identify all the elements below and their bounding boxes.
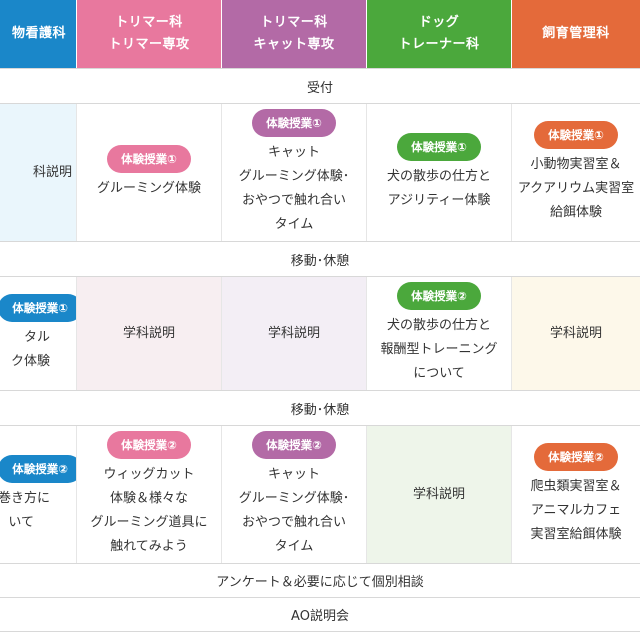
column-divider [366,277,367,390]
cell-text: タイム [274,538,314,554]
cell-text: タイム [274,216,314,232]
header-dog-trainer: ドッグ トレーナー科 [367,0,511,68]
cell-text: 学科説明 [549,325,602,341]
column-divider [366,104,367,241]
cell-text: おやつで触れ合い [241,514,346,530]
column-divider [221,426,222,563]
header-trimmer-trimming-line1: トリマー科 [115,15,183,30]
cell-text: 学科説明 [412,486,465,502]
header-dog-trainer-line1: ドッグ [418,15,460,30]
cell-text: 爬虫類実習室＆ [530,478,622,494]
slot3-dog-trainer-cell: 学科説明 [367,426,511,563]
slot1-animal-nursing-cell: 科説明 [0,104,76,241]
header-trimmer-cat-line1: トリマー科 [260,15,328,30]
break-row: 移動･休憩 [0,391,640,425]
header-trimmer-cat-line2: キャット専攻 [253,37,335,52]
cell-text: 犬の散歩の仕方と [386,317,491,333]
trial-badge: 体験授業① [107,144,191,173]
cell-text: 科説明 [32,164,72,180]
trial-badge: 体験授業① [252,108,336,137]
trial-badge: 体験授業② [107,430,191,459]
slot2-breeding-cell: 学科説明 [512,277,640,390]
trial-badge: 体験授業① [397,132,481,161]
cell-text: 犬の散歩の仕方と [386,168,491,184]
slot3-breeding-cell: 体験授業② 爬虫類実習室＆ アニマルカフェ 実習室給餌体験 [512,426,640,563]
divider [0,68,640,69]
divider [0,103,640,104]
cell-text: 巻き方に [0,490,50,506]
reception-row: 受付 [0,69,640,103]
divider [0,390,640,391]
ao-row: AO説明会 [0,598,640,631]
cell-text: 給餌体験 [549,204,602,220]
column-divider [76,104,77,241]
divider [0,241,640,242]
cell-text: キャット [267,466,320,482]
column-divider [511,277,512,390]
cell-text: おやつで触れ合い [241,192,346,208]
header-animal-nursing-label: 物看護科 [11,26,66,41]
divider [0,425,640,426]
slot2-trimmer-cat-cell: 学科説明 [222,277,366,390]
trial-badge: 体験授業② [0,454,76,483]
cell-text: 報酬型トレーニング [380,341,498,357]
column-divider [221,104,222,241]
divider [0,597,640,598]
divider [0,276,640,277]
cell-text: キャット [267,144,320,160]
header-dog-trainer-line2: トレーナー科 [398,37,480,52]
slot1-trimmer-cat-cell: 体験授業① キャット グルーミング体験･ おやつで触れ合い タイム [222,104,366,241]
trial-badge: 体験授業② [252,430,336,459]
header-trimmer-cat: トリマー科 キャット専攻 [222,0,366,68]
header-breeding-management-label: 飼育管理科 [542,26,610,41]
slot2-trimmer-trimming-cell: 学科説明 [77,277,221,390]
break-row: 移動･休憩 [0,242,640,276]
cell-text: アジリティー体験 [387,192,491,208]
header-breeding-management: 飼育管理科 [512,0,640,68]
column-divider [511,426,512,563]
column-divider [511,104,512,241]
cell-text: 実習室給餌体験 [530,526,622,542]
slot2-animal-nursing-cell: 体験授業① タル ク体験 [0,277,76,390]
cell-text: グルーミング道具に [90,514,208,530]
slot3-trimmer-cat-cell: 体験授業② キャット グルーミング体験･ おやつで触れ合い タイム [222,426,366,563]
slot1-breeding-cell: 体験授業① 小動物実習室＆ アクアリウム実習室 給餌体験 [512,104,640,241]
trial-badge: 体験授業② [534,442,618,471]
cell-text: 学科説明 [267,325,320,341]
column-divider [76,277,77,390]
header-animal-nursing: 物看護科 [0,0,76,68]
cell-text: グルーミング体験･ [238,490,350,506]
divider [0,631,640,632]
divider [0,563,640,564]
cell-text: ウィッグカット [103,466,195,482]
cell-text: 小動物実習室＆ [530,156,622,172]
header-trimmer-trimming-line2: トリマー専攻 [108,37,190,52]
survey-row: アンケート＆必要に応じて個別相談 [0,564,640,597]
column-divider [76,426,77,563]
cell-text: 触れてみよう [110,538,188,554]
cell-text: グルーミング体験･ [238,168,350,184]
cell-text: アクアリウム実習室 [517,180,635,196]
cell-text: ク体験 [10,353,50,369]
cell-text: について [413,365,465,381]
column-divider [366,426,367,563]
cell-text: グルーミング体験 [96,180,201,196]
trial-badge: 体験授業① [0,293,76,322]
slot1-trimmer-trimming-cell: 体験授業① グルーミング体験 [77,104,221,241]
cell-text: 学科説明 [122,325,175,341]
column-divider [221,277,222,390]
slot3-animal-nursing-cell: 体験授業② 巻き方に いて [0,426,76,563]
slot2-dog-trainer-cell: 体験授業② 犬の散歩の仕方と 報酬型トレーニング について [367,277,511,390]
header-trimmer-trimming: トリマー科 トリマー専攻 [77,0,221,68]
cell-text: タル [23,329,50,345]
cell-text: 体験＆様々な [109,490,188,506]
trial-badge: 体験授業② [397,281,481,310]
slot1-dog-trainer-cell: 体験授業① 犬の散歩の仕方と アジリティー体験 [367,104,511,241]
slot3-trimmer-trimming-cell: 体験授業② ウィッグカット 体験＆様々な グルーミング道具に 触れてみよう [77,426,221,563]
cell-text: いて [8,514,34,530]
trial-badge: 体験授業① [534,120,618,149]
cell-text: アニマルカフェ [530,502,622,518]
